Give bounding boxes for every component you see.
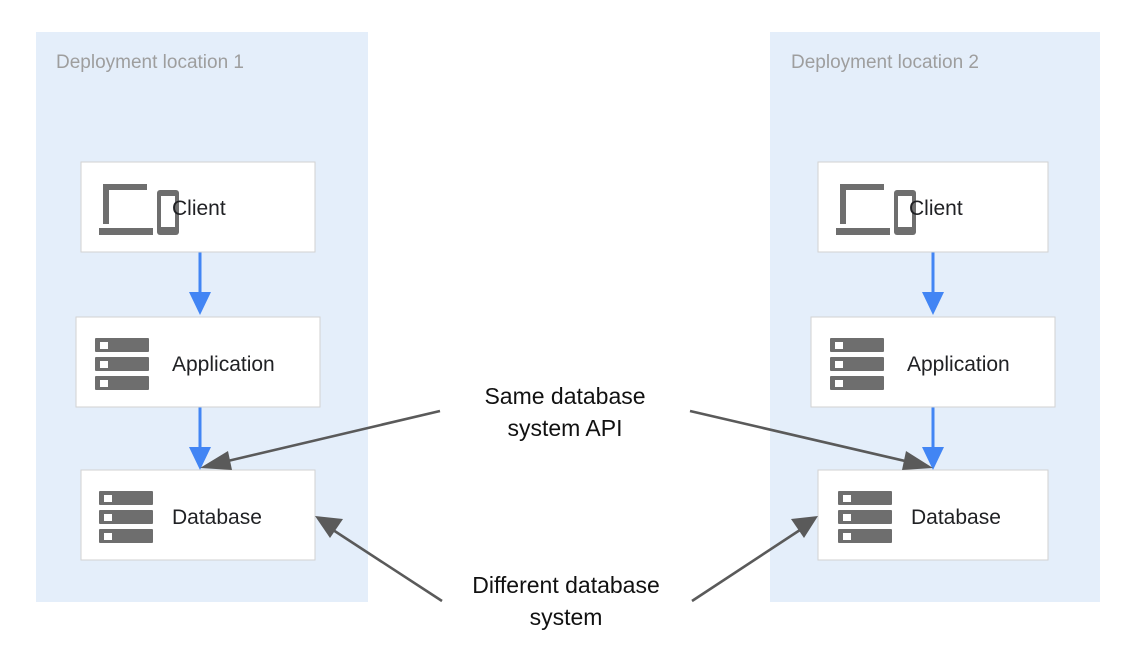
node-box: [80, 161, 316, 253]
node-label: Database: [172, 506, 262, 529]
callout-leader-left: [214, 409, 441, 466]
flow-arrowhead: [922, 292, 944, 315]
panel-title-2: Deployment location 2: [791, 52, 979, 73]
panel-title-1: Deployment location 1: [56, 52, 244, 73]
callout-line-2: system: [530, 604, 603, 630]
node-database-1[interactable]: Database: [80, 469, 316, 561]
callout-arrowhead-left: [200, 451, 232, 470]
callout-same-database-system-api: Same database system API: [200, 383, 933, 470]
node-database-2[interactable]: Database: [817, 469, 1049, 561]
callout-line-1: Different database: [472, 572, 660, 598]
node-application-2[interactable]: Application: [810, 316, 1056, 408]
flow-arrow-application-to-database-1: [189, 407, 211, 470]
flow-arrowhead: [189, 447, 211, 470]
flow-arrow-client-to-application-1: [189, 252, 211, 315]
node-client-1[interactable]: Client: [80, 161, 316, 253]
server-rack-icon: [838, 491, 892, 543]
server-rack-icon: [830, 338, 884, 390]
flow-arrowhead: [922, 447, 944, 470]
node-label: Client: [909, 197, 963, 220]
callout-leader-right: [691, 526, 804, 603]
devices-icon: [99, 184, 179, 235]
callout-leader-left: [329, 526, 443, 603]
flow-arrowhead: [189, 292, 211, 315]
node-application-1[interactable]: Application: [75, 316, 321, 408]
node-client-2[interactable]: Client: [817, 161, 1049, 253]
callout-line-2: system API: [507, 415, 622, 441]
node-label: Database: [911, 506, 1001, 529]
callout-arrowhead-right: [791, 516, 818, 538]
server-rack-icon: [99, 491, 153, 543]
node-label: Client: [172, 197, 226, 220]
flow-arrow-application-to-database-2: [922, 407, 944, 470]
node-label: Application: [172, 353, 275, 376]
server-rack-icon: [95, 338, 149, 390]
callout-arrowhead-left: [315, 516, 343, 538]
callout-leader-right: [689, 409, 919, 466]
devices-icon: [836, 184, 916, 235]
callout-different-database-system: Different database system: [315, 516, 818, 630]
callout-line-1: Same database: [484, 383, 645, 409]
node-label: Application: [907, 353, 1010, 376]
flow-arrow-client-to-application-2: [922, 252, 944, 315]
node-box: [817, 161, 1049, 253]
callout-arrowhead-right: [902, 451, 933, 470]
